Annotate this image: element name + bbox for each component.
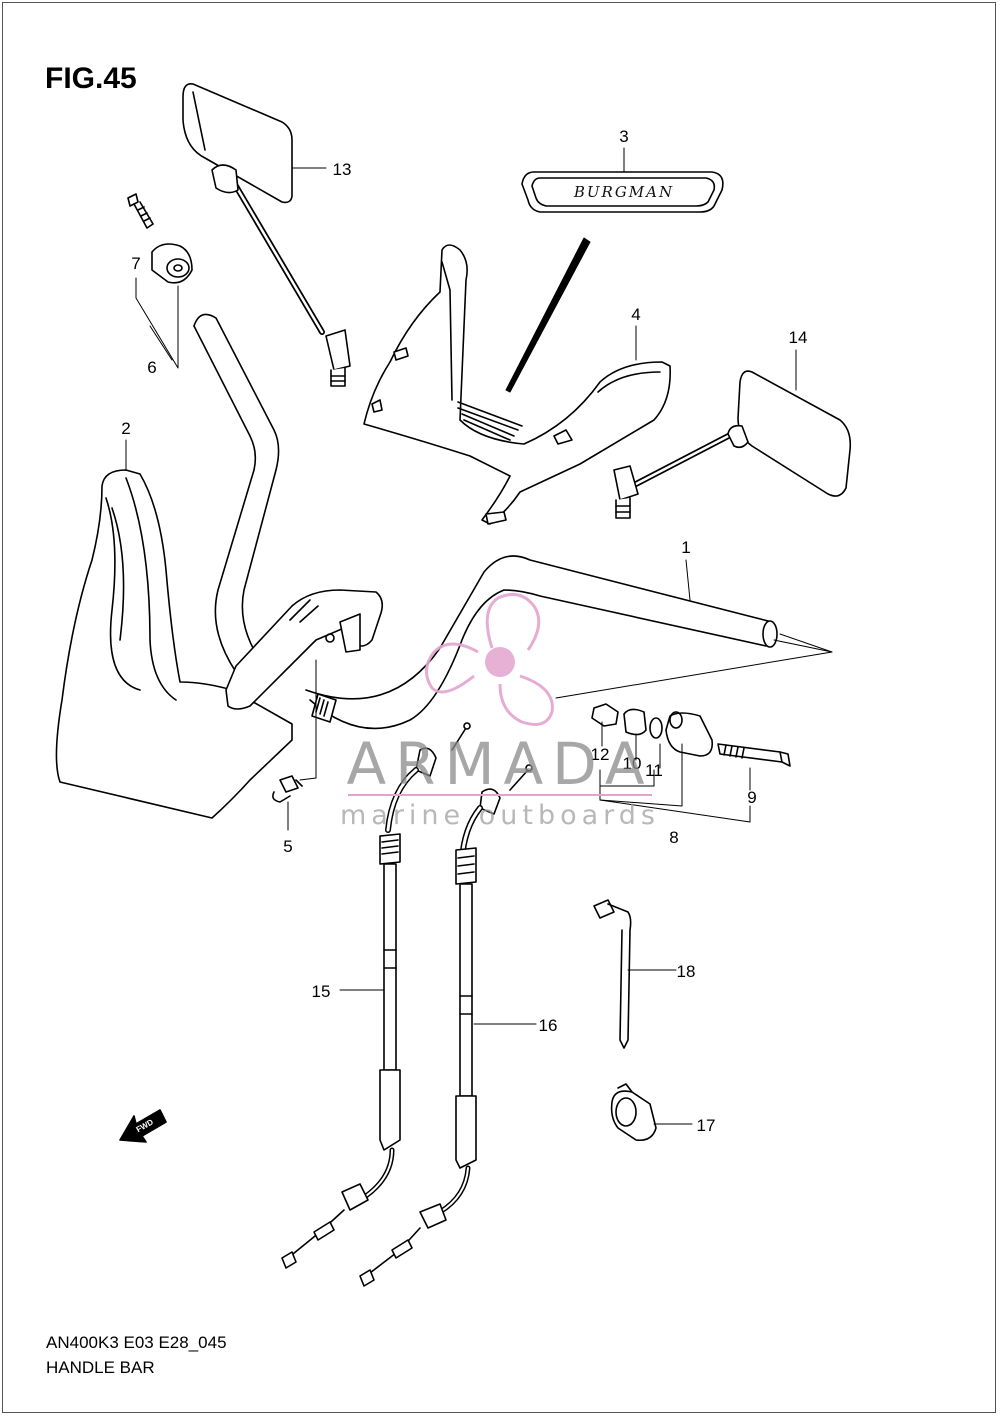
callout-15: 15	[312, 982, 331, 1001]
callout-10: 10	[623, 754, 642, 773]
collar-part-6	[151, 243, 193, 284]
nut-part-12	[591, 703, 619, 727]
callout-16: 16	[539, 1016, 558, 1035]
clamp-part-17	[610, 1083, 657, 1142]
watermark-tagline: marine outboards	[340, 800, 660, 831]
callout-18: 18	[677, 962, 696, 981]
washer-part-11	[649, 717, 663, 739]
burgman-emblem-part-3	[521, 171, 724, 213]
callout-13: 13	[333, 160, 352, 179]
callout-17: 17	[697, 1116, 716, 1135]
diagram-code: AN400K3 E03 E28_045	[46, 1333, 227, 1352]
handlebar-left-rise	[193, 313, 280, 673]
diagram-subtitle: HANDLE BAR	[46, 1358, 155, 1377]
throttle-cable-part-16	[359, 764, 533, 1287]
handlebar-part-1	[305, 555, 778, 730]
cable-tie-part-18	[593, 899, 632, 1049]
right-mirror-part-14	[613, 370, 852, 519]
bar-end-weight-part-8	[665, 712, 714, 757]
emblem-text: BURGMAN	[573, 183, 674, 201]
callout-5: 5	[283, 837, 292, 856]
handlebar-bracket	[225, 589, 384, 710]
armada-propeller-logo	[425, 592, 554, 726]
screw-part-9	[717, 743, 783, 763]
callout-9: 9	[747, 788, 756, 807]
callout-11: 11	[645, 761, 663, 780]
callout-2: 2	[121, 419, 130, 438]
left-mirror-part-13	[182, 82, 351, 387]
throttle-cable-part-15	[281, 722, 471, 1269]
callout-6: 6	[147, 358, 156, 377]
bolt-part-7	[127, 193, 154, 229]
emblem-location-arrow	[505, 237, 591, 393]
callout-7: 7	[131, 254, 140, 273]
forward-direction-arrow	[119, 1109, 167, 1143]
callout-8: 8	[669, 828, 678, 847]
callout-1: 1	[681, 538, 690, 557]
callout-14: 14	[789, 328, 808, 347]
leader-lines-part-1	[555, 633, 833, 699]
figure-title: FIG.45	[45, 62, 137, 95]
callout-3: 3	[619, 127, 628, 146]
rivet-part-5	[272, 775, 303, 803]
callout-labels: 1 2 3 4 5 6 7 8 9 10 11 12 13 14 15 16 1…	[121, 127, 807, 1135]
left-cover-part-2	[55, 469, 293, 819]
watermark-name: ARMADA	[346, 730, 653, 798]
center-cover-part-4	[363, 244, 671, 525]
spacer-part-10	[623, 708, 647, 736]
leader-lines	[125, 147, 797, 1125]
callout-12: 12	[591, 745, 610, 764]
bar-end-assembly	[591, 703, 791, 767]
callout-4: 4	[631, 305, 640, 324]
